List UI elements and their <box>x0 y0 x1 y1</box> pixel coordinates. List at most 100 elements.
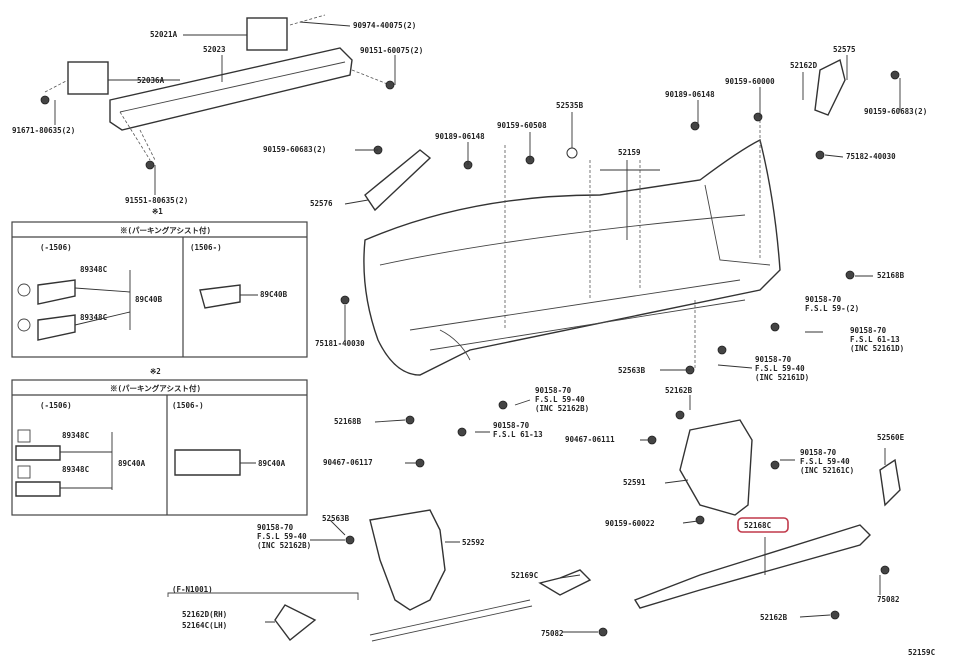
part-label: 90467-06117 <box>323 458 373 467</box>
part-label: 91671-80635(2) <box>12 126 75 135</box>
part-label: 89348C <box>62 431 89 440</box>
part-label: 52162D <box>790 61 818 70</box>
inset-column-label: (1506-) <box>190 243 222 252</box>
part-label: F.S.L 59-40 <box>535 395 585 404</box>
screw-icon <box>770 322 780 332</box>
clip-icon <box>675 410 685 420</box>
part-label: 75181-40030 <box>315 339 365 348</box>
nut-icon <box>415 458 425 468</box>
inset-box-1: ※(パーキングアシスト付) (-1506) (1506-) 89348C 893… <box>11 221 308 358</box>
clip-icon <box>880 565 890 575</box>
clip-icon <box>690 121 700 131</box>
part-label: 52591 <box>623 478 646 487</box>
part-label: F.S.L 59-(2) <box>805 304 859 313</box>
sensor-bracket <box>199 284 241 309</box>
part-label: 90159-60508 <box>497 121 547 130</box>
screw-icon <box>498 400 508 410</box>
part-label: 52576 <box>310 199 333 208</box>
part-label: 90158-70 <box>850 326 887 335</box>
part-label: 91551-80635(2) <box>125 196 188 205</box>
bolt-icon <box>145 160 155 170</box>
part-label: 90159-60022 <box>605 519 655 528</box>
sensor-bracket <box>174 449 241 476</box>
clip-icon <box>405 415 415 425</box>
part-label: F.S.L 59-40 <box>800 457 850 466</box>
leader-lines <box>54 21 901 633</box>
bolt-icon <box>40 95 50 105</box>
part-label: 89C40A <box>258 459 286 468</box>
part-label: 89C40B <box>135 295 163 304</box>
part-label: 75182-40030 <box>846 152 896 161</box>
screw-icon <box>457 427 467 437</box>
lower-parts <box>274 419 901 642</box>
part-label: 75082 <box>541 629 564 638</box>
bracket-52560E <box>879 458 901 507</box>
sensor-icon <box>17 429 31 443</box>
screw-icon <box>770 460 780 470</box>
part-label: ※1 <box>152 207 163 216</box>
part-label: 52575 <box>833 45 856 54</box>
part-label: 90467-06111 <box>565 435 615 444</box>
clip-icon <box>845 270 855 280</box>
clip-icon <box>830 610 840 620</box>
part-label: 90158-70 <box>800 448 837 457</box>
part-label: F.S.L 59-40 <box>755 364 805 373</box>
rivet-icon <box>598 627 608 637</box>
inset-title: ※(パーキングアシスト付) <box>120 225 211 235</box>
part-label: F.S.L 61-13 <box>493 430 543 439</box>
sensor-icon <box>17 318 31 332</box>
part-label: 52036A <box>137 76 165 85</box>
highlight-box <box>737 517 789 533</box>
part-label: 52563B <box>322 514 350 523</box>
nut-icon <box>647 435 657 445</box>
part-label: (F-N1001) <box>172 585 213 594</box>
part-label: 52168B <box>877 271 905 280</box>
inset-column-label: (1506-) <box>172 401 204 410</box>
highlighted-part-label[interactable]: 52168C <box>744 521 771 530</box>
part-label: 52535B <box>556 101 584 110</box>
retainer-left <box>67 61 109 95</box>
part-label: 90158-70 <box>755 355 792 364</box>
part-label: 52563B <box>618 366 646 375</box>
bracket-52169C <box>538 569 592 596</box>
bracket-52576 <box>364 149 432 212</box>
bumper-reinforcement <box>44 14 391 161</box>
sensor-bracket <box>37 279 76 341</box>
extension-52592 <box>369 509 446 611</box>
bracket-52575 <box>814 58 846 116</box>
part-label: (INC 52161D) <box>850 344 904 353</box>
inset-box-2: ※2 ※(パーキングアシスト付) (-1506) (1506-) 89348C … <box>11 367 308 516</box>
screw-icon <box>717 345 727 355</box>
part-label: 52164C(LH) <box>182 621 227 630</box>
inset-title: ※(パーキングアシスト付) <box>110 383 201 393</box>
inset-column-label: (-1506) <box>40 401 72 410</box>
part-label: 90158-70 <box>257 523 294 532</box>
part-label: (INC 52161D) <box>755 373 809 382</box>
clip-icon <box>753 112 763 122</box>
part-label: 89C40A <box>118 459 146 468</box>
part-label: 89348C <box>80 265 107 274</box>
part-label: (INC 52162B) <box>535 404 589 413</box>
part-label: 90158-70 <box>535 386 572 395</box>
bracket-52162D <box>274 604 317 641</box>
bolt-icon <box>890 70 900 80</box>
part-label: 90159-60000 <box>725 77 775 86</box>
part-label: 52169C <box>511 571 538 580</box>
part-label: 75082 <box>877 595 900 604</box>
part-label: 52560E <box>877 433 905 442</box>
part-label: 52162B <box>760 613 788 622</box>
inset-marker: ※2 <box>150 367 161 376</box>
part-label: 52162B <box>665 386 693 395</box>
screw-icon <box>340 295 350 305</box>
part-label: (INC 52161C) <box>800 466 854 475</box>
inset-column-label: (-1506) <box>40 243 72 252</box>
bolt-icon <box>385 80 395 90</box>
part-label: 90189-06148 <box>665 90 715 99</box>
clip-icon <box>695 515 705 525</box>
part-label: 90159-60683(2) <box>864 107 927 116</box>
part-label: 52159 <box>618 148 641 157</box>
part-label: 90151-60075(2) <box>360 46 423 55</box>
retainer-right <box>246 17 288 51</box>
part-label: 52023 <box>203 45 226 54</box>
